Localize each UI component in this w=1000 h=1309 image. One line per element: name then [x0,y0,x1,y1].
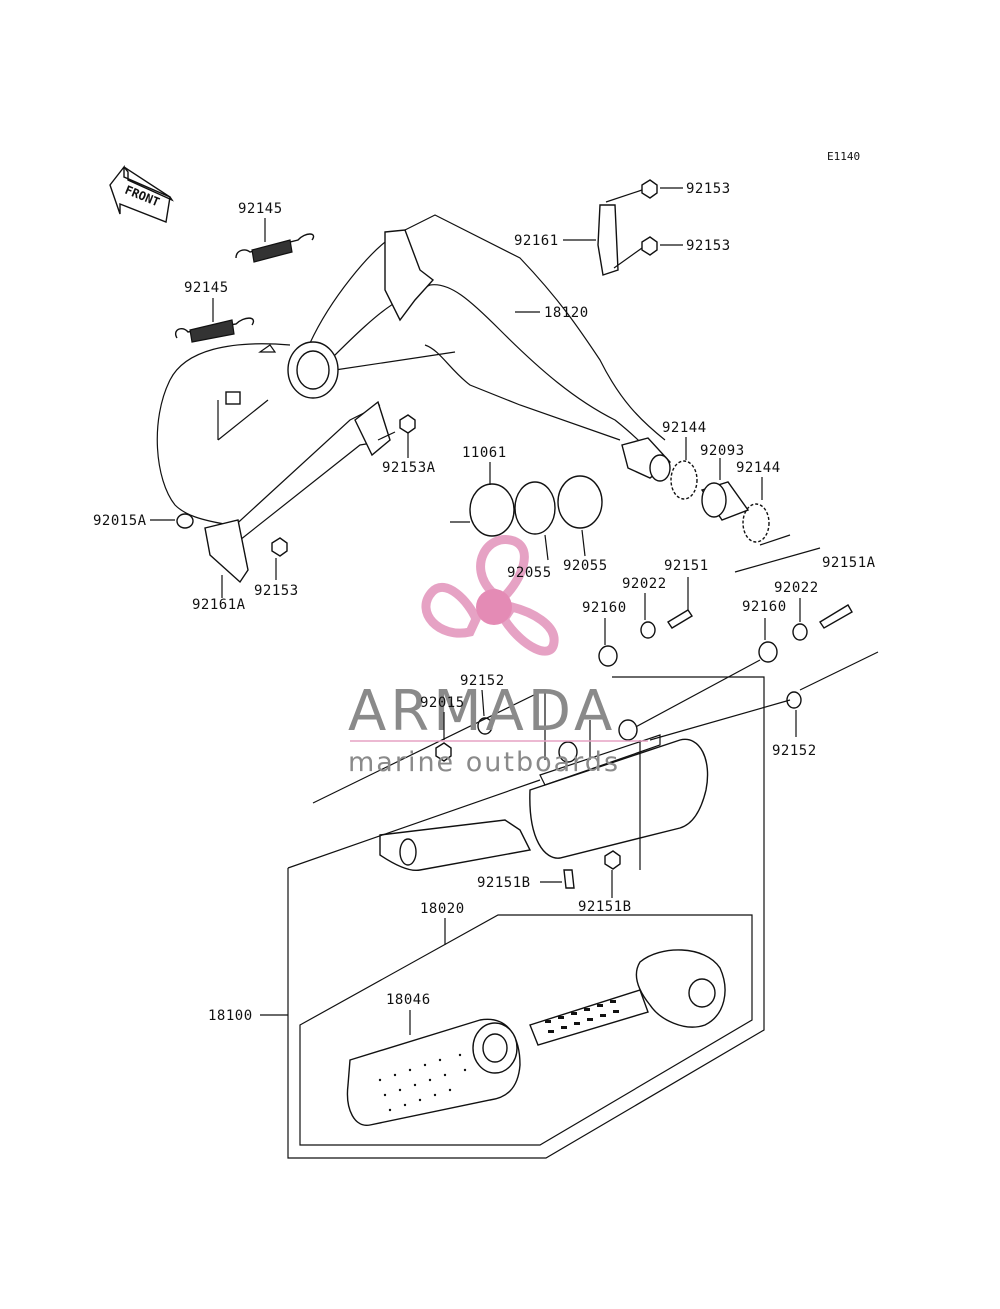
header-pipe [156,214,672,541]
label-92144-a: 92144 [662,420,707,436]
label-92022-a: 92022 [622,576,667,592]
bracket-92161 [597,179,658,276]
spring-92145-mid [175,317,255,343]
leader-lines [150,187,801,1035]
label-92151: 92151 [664,558,709,574]
label-92015A: 92015A [93,513,147,529]
perforated-tube-18020 [529,949,726,1046]
label-92152-b: 92152 [772,743,817,759]
watermark-brand: ARMADA [348,679,616,744]
gasket-92144-b [742,503,770,543]
label-92153A: 92153A [382,460,436,476]
label-92145-mid: 92145 [184,280,229,296]
label-92015: 92015 [420,695,465,711]
gasket-92144-a [670,460,698,500]
assembly-frame-18020 [299,914,753,1146]
label-92055-a: 92055 [507,565,552,581]
washer-92022-b [792,623,808,641]
assembly-frame-18100 [287,676,765,1159]
bolt-92151 [667,609,693,629]
label-92022-b: 92022 [774,580,819,596]
nut-92015 [435,742,452,762]
label-92160-a: 92160 [582,600,627,616]
bolt-92151A [819,604,853,629]
propeller-blade-left [421,582,481,638]
label-92153-r1: 92153 [686,181,731,197]
label-11061: 11061 [462,445,507,461]
muffler-assembly [379,719,709,889]
silencer-core-18046 [346,1018,521,1126]
diagram-code: E1140 [827,150,860,163]
front-arrow-icon: FRONT [109,164,174,223]
grommet-92160-a [598,645,618,667]
collar-92152-b [786,691,802,709]
label-92055-b: 92055 [563,558,608,574]
label-92153-l: 92153 [254,583,299,599]
label-18120: 18120 [544,305,589,321]
armada-logo [421,535,559,656]
label-92152-a: 92152 [460,673,505,689]
label-92160-b: 92160 [742,599,787,615]
label-92151A: 92151A [822,555,876,571]
bracket-92161A [176,513,288,584]
label-92161A: 92161A [192,597,246,613]
label-18046: 18046 [386,992,431,1008]
propeller-blade-top [476,535,529,603]
propeller-blade-right [498,601,559,656]
o-rings [469,475,603,537]
label-92161: 92161 [514,233,559,249]
label-92151B-a: 92151B [477,875,531,891]
collar-92152-a [477,717,493,735]
spring-92145-top [235,233,315,263]
propeller-hub [476,589,512,625]
washer-92022-a [640,621,656,639]
grommet-92160-b [758,641,778,663]
label-92151B-b: 92151B [578,899,632,915]
label-18020: 18020 [420,901,465,917]
label-92145-top: 92145 [238,201,283,217]
label-92093: 92093 [700,443,745,459]
joint-92093 [700,481,750,521]
bolt-92153A [377,414,416,441]
watermark-tagline: marine outboards [348,747,620,778]
label-92153-r2: 92153 [686,238,731,254]
label-92144-b: 92144 [736,460,781,476]
label-18100: 18100 [208,1008,253,1024]
